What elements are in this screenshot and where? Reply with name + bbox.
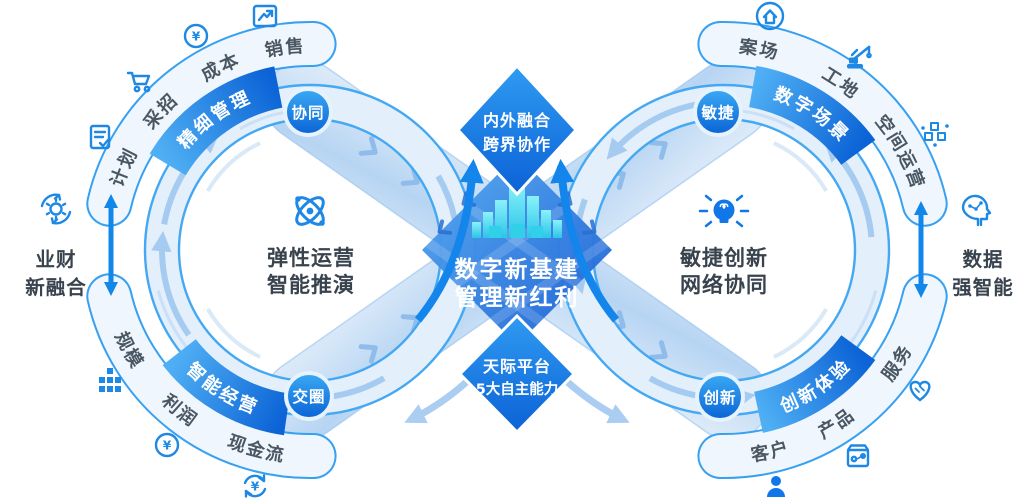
line-chart-icon	[252, 4, 278, 28]
right-loop-title-line2: 网络协同	[680, 273, 768, 297]
cart-icon	[126, 71, 151, 93]
left-side-line2: 新融合	[25, 276, 87, 299]
right-side-line1: 数据	[962, 248, 1003, 271]
bulb-icon	[698, 194, 750, 228]
right-loop-title: 敏捷创新 网络协同	[679, 246, 768, 297]
svg-text:¥: ¥	[163, 439, 172, 453]
bottom-diamond-line1: 天际平台	[483, 357, 551, 376]
document-check-icon	[89, 124, 111, 150]
svg-text:¥: ¥	[251, 480, 260, 494]
top-diamond: 内外融合 跨界协作	[455, 63, 579, 197]
left-loop-title-line2: 智能推演	[267, 273, 355, 297]
left-loop-title: 弹性运营 智能推演	[267, 246, 355, 297]
svg-text:¥: ¥	[192, 30, 201, 44]
left-loop-title-line1: 弹性运营	[267, 246, 355, 270]
top-diamond-line1: 内外融合	[483, 111, 551, 130]
bottom-diamond: 天际平台 5大自主能力	[457, 313, 577, 435]
badges: 协同 交圈 敏捷 创新	[283, 87, 745, 422]
left-side-line1: 业财	[35, 248, 76, 271]
crane-icon	[847, 45, 872, 69]
home-circle-icon	[755, 1, 785, 31]
gear-cycle-icon	[40, 193, 72, 225]
left-side-label: 业财 新融合	[25, 248, 87, 299]
head-data-icon	[961, 194, 992, 227]
core-title-line2: 管理新红利	[455, 284, 580, 311]
product-box-icon	[846, 444, 870, 468]
badge-jiaoquan-label: 交圈	[292, 387, 325, 406]
yen-refresh-icon: ¥	[243, 474, 267, 498]
badge-minjie-label: 敏捷	[700, 103, 734, 122]
right-side-label: 数据 强智能	[952, 248, 1014, 299]
badge-jiaoquan: 交圈	[284, 371, 334, 421]
right-side-line2: 强智能	[952, 276, 1014, 299]
handshake-heart-icon	[909, 380, 931, 402]
right-loop-title-line1: 敏捷创新	[679, 246, 768, 270]
core-title-line1: 数字新基建	[455, 256, 580, 283]
center-title: 数字新基建 管理新红利	[455, 256, 580, 311]
badge-chuangxin: 创新	[695, 372, 745, 422]
hierarchy-icon	[99, 368, 121, 392]
satellite-icons: ¥ ¥ ¥	[40, 1, 992, 498]
right-double-arrow	[914, 201, 928, 298]
atom-icon	[295, 196, 325, 226]
left-double-arrow	[104, 194, 118, 296]
badge-minjie: 敏捷	[693, 87, 743, 137]
top-diamond-line2: 跨界协作	[483, 135, 551, 154]
city-skyline-icon	[472, 170, 562, 238]
cubes-network-icon	[921, 122, 949, 147]
badge-chuangxin-label: 创新	[702, 388, 736, 407]
badge-xietong-label: 协同	[291, 103, 324, 122]
badge-xietong: 协同	[283, 87, 333, 137]
yen-circle-icon: ¥	[154, 432, 180, 458]
person-icon	[767, 476, 785, 497]
yen-cycle-icon: ¥	[183, 23, 209, 49]
bottom-diamond-line2: 5大自主能力	[476, 380, 559, 398]
